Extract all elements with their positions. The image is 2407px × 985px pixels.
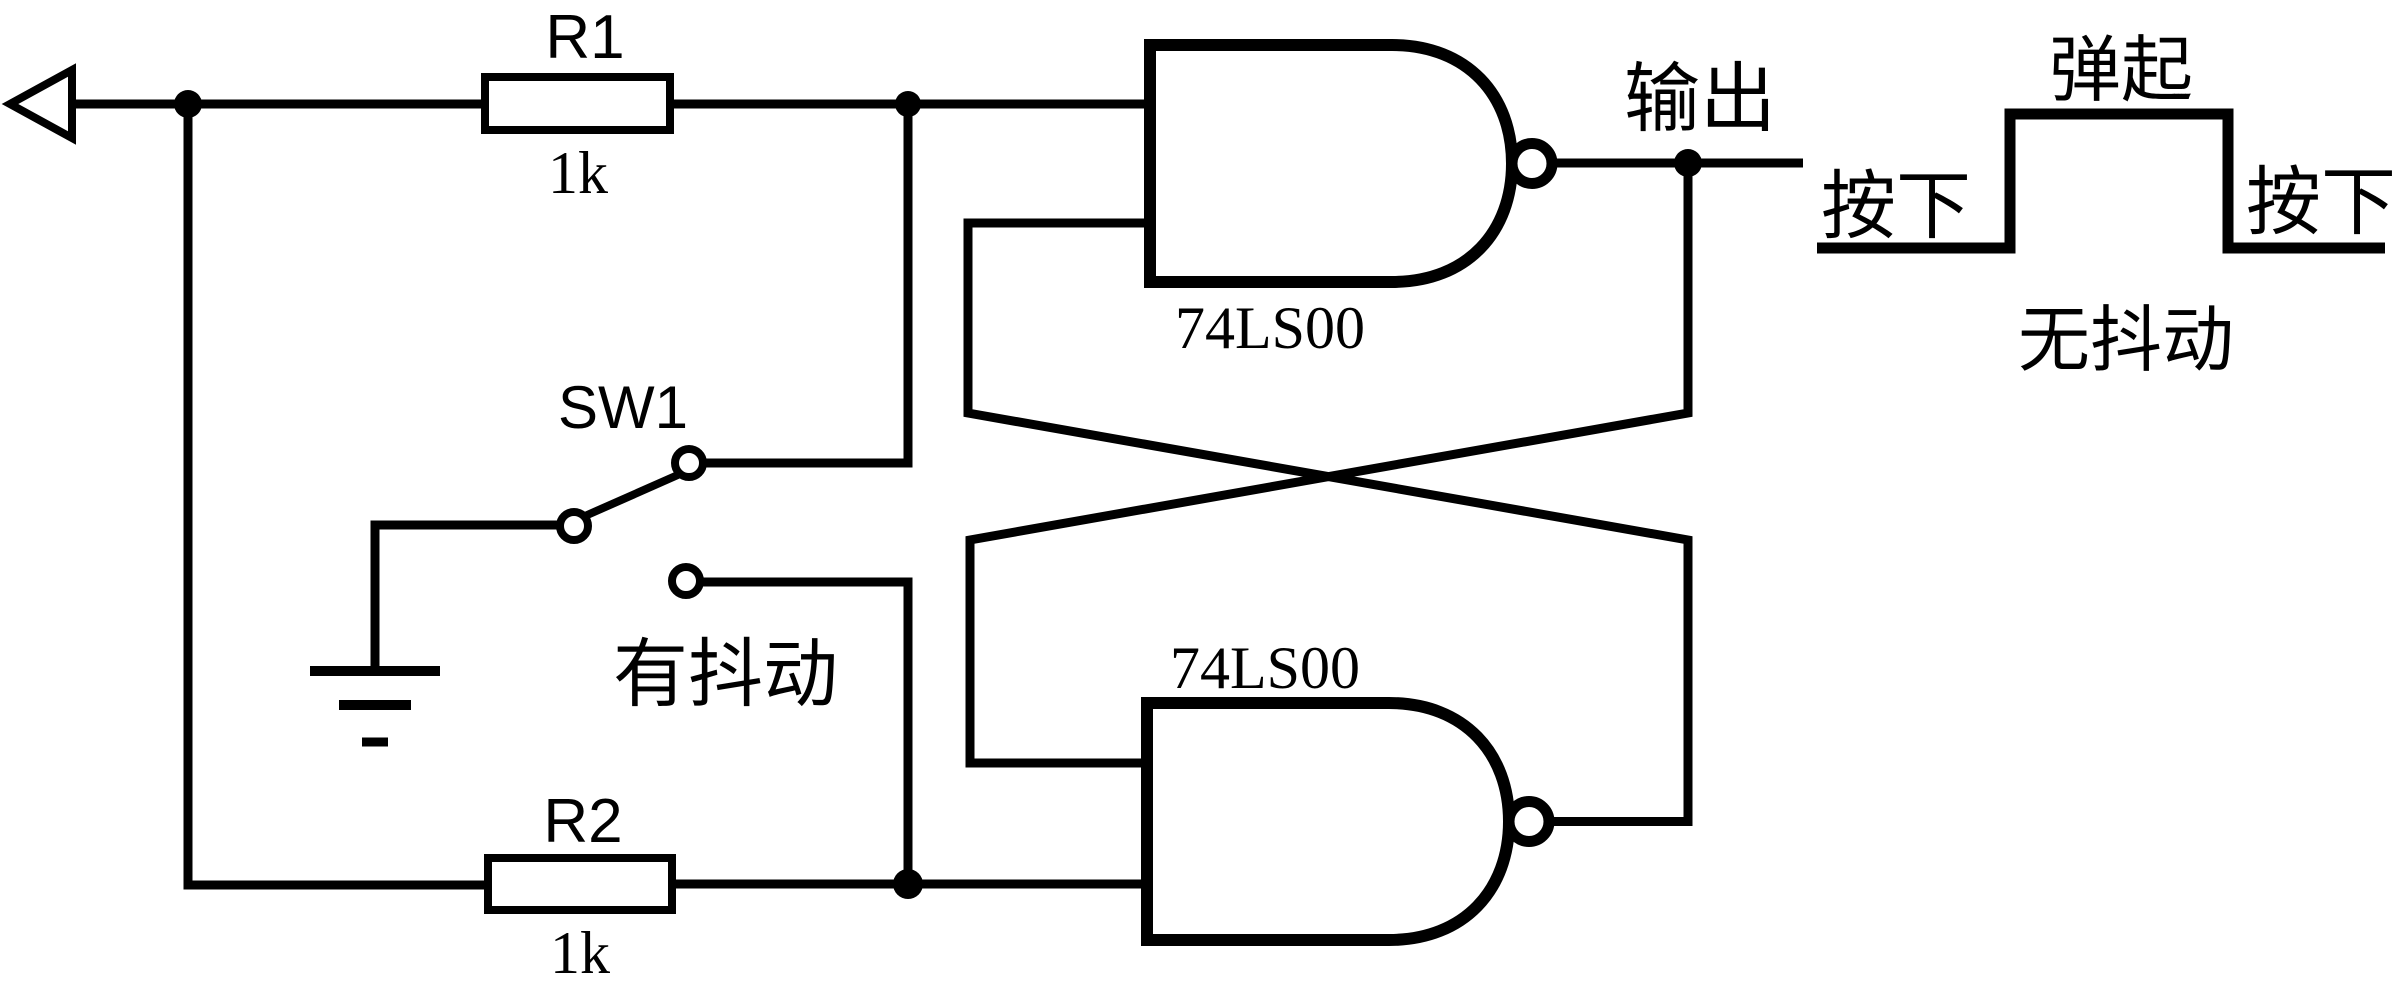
wire-sw-common-to-ground [370, 520, 560, 667]
label-clean: 无抖动 [2018, 301, 2234, 381]
nand-gate-bottom-body [1141, 697, 1516, 946]
label-release: 弹起 [2049, 31, 2193, 111]
resistor-r1-body [481, 73, 674, 134]
switch-contact-throw-a [671, 445, 707, 481]
switch-contact-common [556, 508, 592, 544]
junction-dots [174, 90, 1702, 899]
arrow-left-icon [1, 63, 76, 145]
resistor-r1-value: 1k [548, 140, 608, 206]
junction-bus-bottom [893, 869, 923, 899]
junction-output [1674, 149, 1702, 177]
wire-bus-to-sw-throw-a [703, 104, 913, 468]
nand-gate-top-part: 74LS00 [1175, 295, 1365, 361]
junction-bus-top [895, 91, 921, 117]
resistor-r2-body [484, 854, 676, 914]
nand-gate-top-bubble [1506, 138, 1558, 189]
wire-feedback-bottom-to-top [963, 218, 1693, 826]
nand-gate-bottom-part: 74LS00 [1170, 635, 1360, 701]
waveform-trace [1817, 108, 2385, 254]
resistor-r1-ref: R1 [545, 3, 624, 72]
switch-contact-throw-b [668, 563, 704, 599]
wire-left-rail [183, 104, 488, 890]
label-output: 输出 [1624, 58, 1776, 142]
switch-sw1-ref: SW1 [558, 374, 688, 441]
nand-gate-top-body [1144, 39, 1519, 288]
switch-arm [583, 470, 682, 520]
resistor-r2-ref: R2 [543, 787, 622, 856]
resistor-r2-value: 1k [550, 920, 610, 985]
label-press-left: 按下 [1821, 166, 1971, 249]
label-press-right: 按下 [2246, 162, 2396, 245]
wire-bus-to-sw-throw-b [700, 577, 913, 884]
wire-feedback-top-to-bottom [965, 163, 1693, 768]
ground-icon [310, 666, 440, 747]
junction-top-left [174, 90, 202, 118]
wires [68, 99, 1803, 890]
nand-gate-bottom-bubble [1503, 796, 1555, 847]
label-bouncy: 有抖动 [613, 634, 838, 717]
